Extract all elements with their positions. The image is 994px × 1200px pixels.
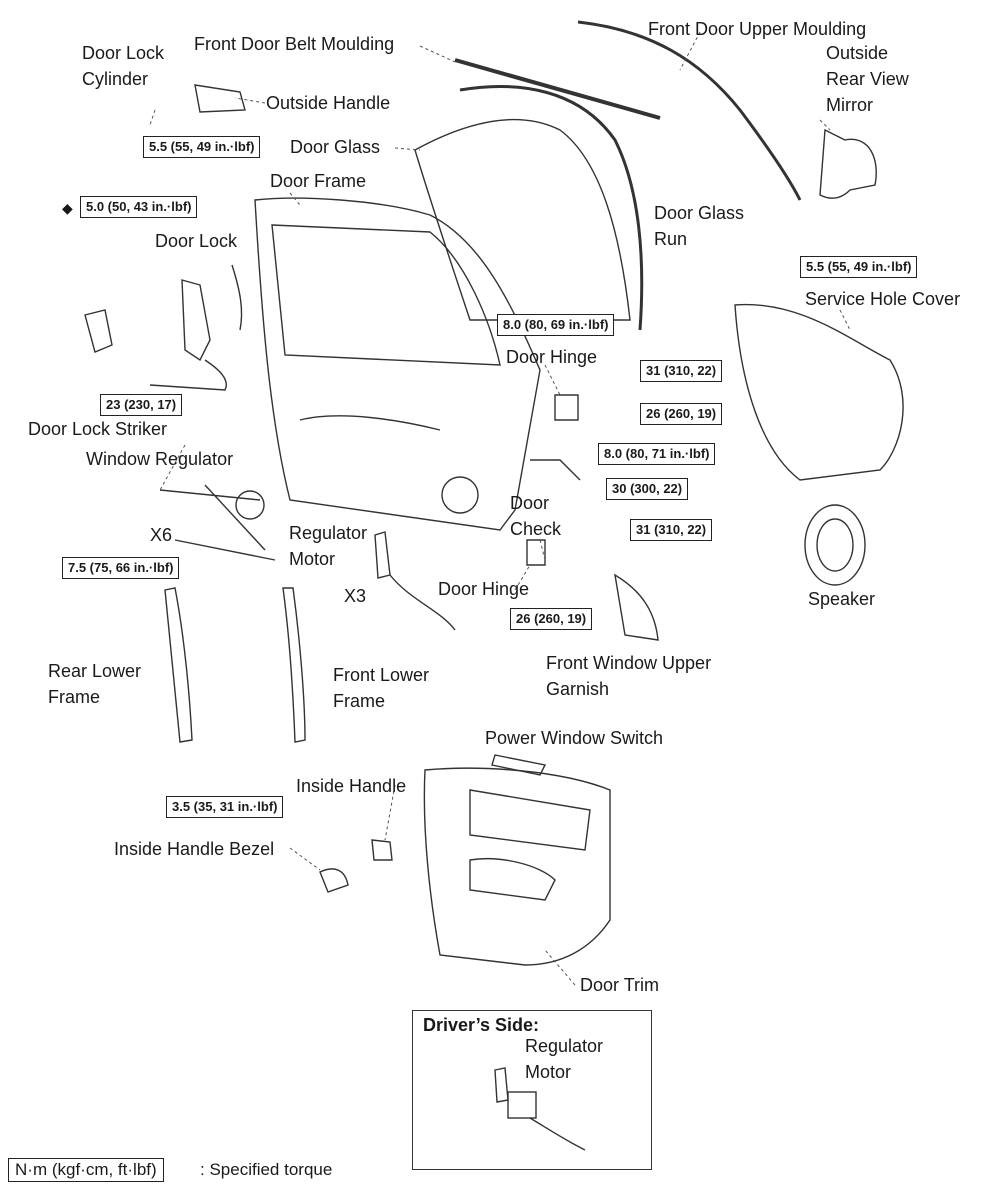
label-rear-lower-frame-2: Frame <box>48 687 101 707</box>
service-hole-cover-part <box>734 303 904 481</box>
label-front-door-upper-moulding: Front Door Upper Moulding <box>648 19 867 39</box>
torque-hinge-lower-2: 31 (310, 22) <box>630 519 713 541</box>
torque-door-lock: 5.0 (50, 43 in.·lbf) <box>80 196 198 218</box>
front-lower-frame-part <box>282 587 306 743</box>
door-frame-part <box>254 197 541 531</box>
speaker-part <box>804 504 866 586</box>
legend-torque-unit: N·m (kgf·cm, ft·lbf) <box>8 1158 164 1182</box>
torque-striker: 23 (230, 17) <box>100 394 183 416</box>
torque-glass: 8.0 (80, 69 in.·lbf) <box>497 314 615 336</box>
label-inside-handle-bezel: Inside Handle Bezel <box>114 839 275 859</box>
power-window-switch-part <box>491 754 547 776</box>
label-door-frame: Door Frame <box>270 171 367 191</box>
torque-hinge-upper-2: 26 (260, 19) <box>640 403 723 425</box>
door-check-part <box>530 459 581 481</box>
torque-hinge-lower-3: 26 (260, 19) <box>510 608 593 630</box>
torque-hinge-upper-1: 31 (310, 22) <box>640 360 723 382</box>
outside-mirror-part <box>819 128 877 199</box>
inside-handle-bezel-part <box>319 868 349 893</box>
front-window-upper-garnish-part <box>614 573 659 641</box>
torque-check: 8.0 (80, 71 in.·lbf) <box>598 443 716 465</box>
drivers-side-inset: Driver’s Side: Regulator Motor <box>412 1010 652 1170</box>
label-mirror-3: Mirror <box>826 95 873 115</box>
rear-lower-frame-part <box>164 587 193 743</box>
inside-handle-part <box>371 839 393 861</box>
front-door-belt-moulding-part <box>454 58 661 120</box>
regulator-motor-part <box>374 531 391 579</box>
legend-description: : Specified torque <box>200 1160 333 1179</box>
label-front-door-belt-moulding: Front Door Belt Moulding <box>194 34 395 54</box>
door-glass-part <box>414 118 631 321</box>
label-door-hinge-lower: Door Hinge <box>438 579 530 599</box>
label-door-check-1: Door <box>510 493 550 513</box>
label-door-lock: Door Lock <box>155 231 238 251</box>
label-front-lower-frame-2: Frame <box>333 691 386 711</box>
torque-outside-handle: 5.5 (55, 49 in.·lbf) <box>143 136 261 158</box>
label-door-trim: Door Trim <box>580 975 660 995</box>
label-regulator-motor-1: Regulator <box>289 523 368 543</box>
label-mirror-1: Outside <box>826 43 889 63</box>
label-door-glass-run-1: Door Glass <box>654 203 745 223</box>
label-inside-handle: Inside Handle <box>296 776 407 796</box>
diamond-marker: ◆ <box>62 200 73 216</box>
inset-regulator-motor-2: Motor <box>525 1062 572 1082</box>
label-power-window-switch: Power Window Switch <box>485 728 664 748</box>
label-front-lower-frame-1: Front Lower <box>333 665 430 685</box>
outside-handle-part <box>194 84 246 113</box>
label-door-glass: Door Glass <box>290 137 381 157</box>
label-garnish-1: Front Window Upper <box>546 653 712 673</box>
torque-hinge-lower-1: 30 (300, 22) <box>606 478 689 500</box>
inset-regulator-motor-1: Regulator <box>525 1036 604 1056</box>
label-rear-lower-frame-1: Rear Lower <box>48 661 142 681</box>
label-window-regulator: Window Regulator <box>86 449 234 469</box>
inset-title: Driver’s Side: <box>423 1015 540 1035</box>
door-hinge-upper-part <box>554 394 579 421</box>
door-lock-part <box>181 279 211 362</box>
label-mirror-2: Rear View <box>826 69 909 89</box>
front-door-upper-moulding-part <box>577 20 802 201</box>
torque-mirror: 5.5 (55, 49 in.·lbf) <box>800 256 918 278</box>
label-regulator-motor-2: Motor <box>289 549 336 569</box>
label-outside-handle: Outside Handle <box>266 93 391 113</box>
label-garnish-2: Garnish <box>546 679 610 699</box>
label-door-lock-striker: Door Lock Striker <box>28 419 168 439</box>
torque-inside-handle: 3.5 (35, 31 in.·lbf) <box>166 796 284 818</box>
label-door-glass-run-2: Run <box>654 229 688 249</box>
label-service-hole-cover: Service Hole Cover <box>805 289 961 309</box>
door-glass-run-part <box>459 85 644 331</box>
door-hinge-lower-part <box>526 539 546 566</box>
window-regulator-part <box>159 484 276 561</box>
label-door-lock-cylinder-1: Door Lock <box>82 43 165 63</box>
multiplier-x6: X6 <box>150 525 173 545</box>
label-door-lock-cylinder-2: Cylinder <box>82 69 149 89</box>
multiplier-x3: X3 <box>344 586 367 606</box>
torque-regulator: 7.5 (75, 66 in.·lbf) <box>62 557 180 579</box>
label-door-check-2: Check <box>510 519 562 539</box>
door-lock-striker-part <box>84 309 113 353</box>
label-speaker: Speaker <box>808 589 876 609</box>
label-door-hinge-upper: Door Hinge <box>506 347 598 367</box>
